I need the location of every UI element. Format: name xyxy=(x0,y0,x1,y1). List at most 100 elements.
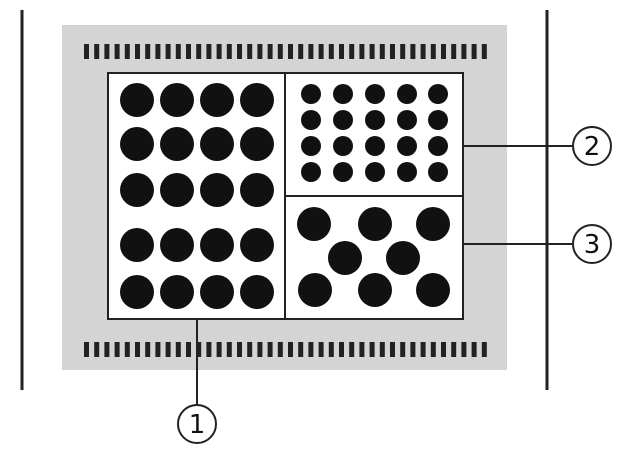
vent-slot xyxy=(430,342,436,357)
vent-slot xyxy=(318,44,324,59)
vent-slot xyxy=(186,44,191,59)
vent-slot xyxy=(277,342,283,357)
large-dot xyxy=(200,173,234,207)
vent-slot xyxy=(206,44,212,59)
vent-slot xyxy=(277,44,283,59)
large-dot xyxy=(240,83,274,117)
small-dot xyxy=(365,84,385,104)
vent-slot xyxy=(379,342,385,357)
small-dot xyxy=(397,84,417,104)
panel-2-dot-grid xyxy=(301,84,448,182)
vent-slot xyxy=(369,44,375,59)
vent-slot xyxy=(481,44,487,59)
vent-slot xyxy=(369,342,375,357)
vent-slot xyxy=(257,44,263,59)
medium-dot xyxy=(416,273,450,307)
large-dot xyxy=(200,83,234,117)
vent-slot xyxy=(328,342,334,357)
vent-slot xyxy=(461,342,467,357)
medium-dot xyxy=(298,273,332,307)
vent-slot xyxy=(471,44,477,59)
vent-slot xyxy=(288,342,293,357)
vent-slot xyxy=(298,342,304,357)
top-vent-strip xyxy=(84,44,487,59)
vent-slot xyxy=(390,342,395,357)
large-dot xyxy=(240,173,274,207)
vent-slot xyxy=(165,342,171,357)
large-dot xyxy=(160,83,194,117)
vent-slot xyxy=(145,44,151,59)
small-dot xyxy=(301,136,321,156)
vent-slot xyxy=(481,342,487,357)
medium-dot xyxy=(358,273,392,307)
vent-slot xyxy=(226,44,232,59)
vent-slot xyxy=(349,44,355,59)
vent-slot xyxy=(165,44,171,59)
small-dot xyxy=(365,136,385,156)
vent-slot xyxy=(471,342,477,357)
medium-dot xyxy=(358,207,392,241)
vent-slot xyxy=(247,342,253,357)
callout-3: 3 xyxy=(572,224,612,264)
large-dot xyxy=(160,228,194,262)
small-dot xyxy=(428,136,448,156)
vent-slot xyxy=(94,44,100,59)
vent-slot xyxy=(430,44,436,59)
large-dot xyxy=(240,127,274,161)
large-dot xyxy=(120,173,154,207)
vent-slot xyxy=(237,342,242,357)
vent-slot xyxy=(196,44,202,59)
vent-slot xyxy=(298,44,304,59)
panel-3-dot-pattern xyxy=(297,207,450,307)
large-dot xyxy=(160,275,194,309)
callout-2: 2 xyxy=(572,126,612,166)
vent-slot xyxy=(410,342,416,357)
small-dot xyxy=(397,110,417,130)
small-dot xyxy=(365,110,385,130)
small-dot xyxy=(333,110,353,130)
callout-3-label: 3 xyxy=(584,230,601,260)
vent-slot xyxy=(441,342,446,357)
vent-slot xyxy=(124,342,130,357)
vent-slot xyxy=(318,342,324,357)
vent-slot xyxy=(379,44,385,59)
vent-slot xyxy=(84,342,89,357)
large-dot xyxy=(240,228,274,262)
vent-slot xyxy=(451,44,457,59)
vent-slot xyxy=(308,342,314,357)
vent-slot xyxy=(206,342,212,357)
vent-slot xyxy=(349,342,355,357)
vent-slot xyxy=(390,44,395,59)
vent-slot xyxy=(216,342,222,357)
vent-slot xyxy=(104,342,110,357)
vent-slot xyxy=(135,44,140,59)
callout-2-label: 2 xyxy=(584,132,601,162)
vent-slot xyxy=(114,44,120,59)
vent-slot xyxy=(247,44,253,59)
vent-slot xyxy=(114,342,120,357)
small-dot xyxy=(301,162,321,182)
vent-slot xyxy=(308,44,314,59)
small-dot xyxy=(365,162,385,182)
vent-slot xyxy=(441,44,446,59)
vent-slot xyxy=(84,44,89,59)
vent-slot xyxy=(186,342,191,357)
medium-dot xyxy=(386,241,420,275)
large-dot xyxy=(200,275,234,309)
vent-slot xyxy=(94,342,100,357)
small-dot xyxy=(428,162,448,182)
vent-slot xyxy=(451,342,457,357)
vent-slot xyxy=(216,44,222,59)
vent-slot xyxy=(420,342,426,357)
vent-slot xyxy=(196,342,202,357)
vent-slot xyxy=(104,44,110,59)
vent-slot xyxy=(339,342,344,357)
small-dot xyxy=(301,84,321,104)
vent-slot xyxy=(135,342,140,357)
vent-slot xyxy=(155,44,161,59)
vent-slot xyxy=(267,342,273,357)
vent-slot xyxy=(175,44,181,59)
vent-slot xyxy=(175,342,181,357)
large-dot xyxy=(120,228,154,262)
vent-slot xyxy=(339,44,344,59)
